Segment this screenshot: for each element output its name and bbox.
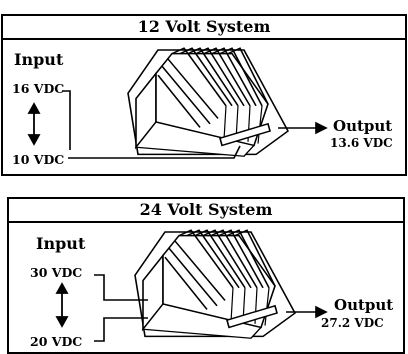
up-down-arrow-icon — [55, 282, 69, 328]
input-high-voltage: 16 VDC — [12, 81, 65, 96]
panel-title: 24 Volt System — [9, 199, 403, 223]
heatsink-converter-icon — [127, 47, 289, 158]
up-down-arrow-icon — [27, 102, 41, 146]
input-wiring — [62, 90, 241, 159]
output-label: Output — [334, 296, 394, 314]
output-voltage: 13.6 VDC — [330, 136, 393, 150]
input-wiring — [94, 274, 148, 342]
heatsink-converter-icon — [134, 229, 296, 340]
input-low-voltage: 10 VDC — [12, 152, 65, 167]
input-high-voltage: 30 VDC — [30, 265, 83, 280]
right-arrow-icon — [278, 121, 328, 135]
panel-title: 12 Volt System — [3, 16, 405, 40]
right-arrow-icon — [286, 305, 328, 319]
input-label: Input — [14, 50, 64, 69]
input-low-voltage: 20 VDC — [30, 334, 83, 349]
output-voltage: 27.2 VDC — [321, 316, 384, 330]
output-label: Output — [333, 117, 393, 135]
input-label: Input — [36, 234, 86, 253]
